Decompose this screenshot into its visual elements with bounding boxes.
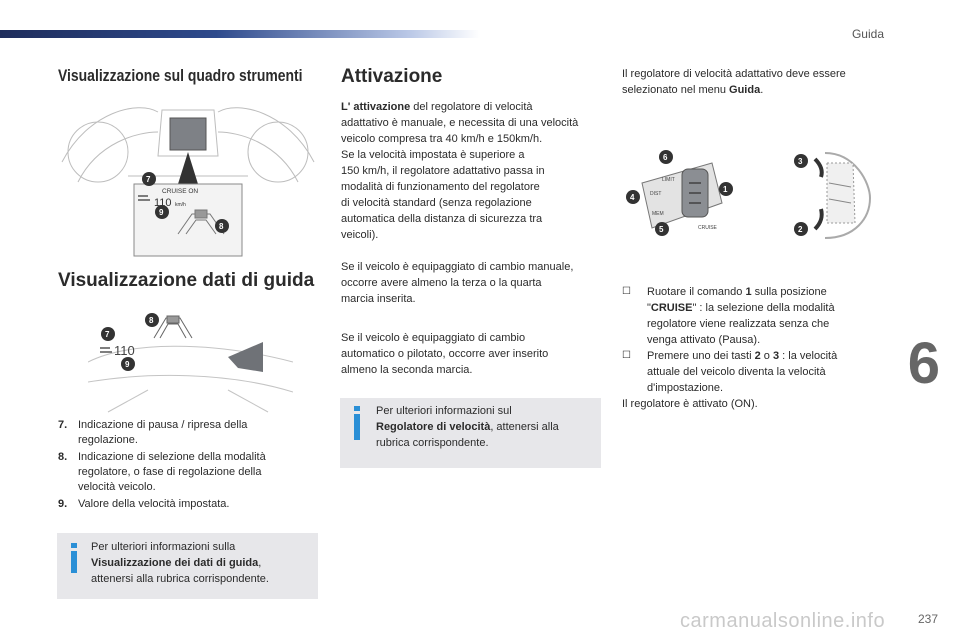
steering-wheel-buttons-illustration: 3 2 bbox=[794, 152, 872, 239]
hud-cruise-icon bbox=[100, 347, 112, 353]
instrument-cluster-illustration: CRUISE ON 110 km/h 7 9 8 bbox=[61, 107, 315, 257]
hud-callout-9: 9 bbox=[125, 360, 130, 369]
info-box-cruise-control: Per ulteriori informazioni sul Regolator… bbox=[340, 398, 601, 468]
cluster-screen bbox=[169, 117, 207, 151]
activation-paragraph: L' attivazione del regolatore di velocit… bbox=[341, 101, 579, 241]
car-ahead-icon bbox=[194, 209, 208, 219]
legend-text: Indicazione di selezione della modalità … bbox=[78, 451, 266, 493]
section-heading-activation: Attivazione bbox=[341, 66, 443, 87]
hud-callout-7: 7 bbox=[105, 330, 110, 339]
activation-result: Il regolatore è attivato (ON). bbox=[622, 398, 758, 410]
step-item: ☐ Premere uno dei tasti 2 o 3 : la veloc… bbox=[622, 350, 838, 394]
step-bullet-icon: ☐ bbox=[622, 350, 631, 361]
info-icon bbox=[354, 406, 360, 411]
cruise-pause-icon bbox=[138, 195, 150, 201]
stalk-callout-1: 1 bbox=[723, 185, 728, 194]
button-2-arrow bbox=[813, 208, 824, 231]
legend-item: 9. Valore della velocità impostata. bbox=[58, 497, 298, 512]
stalk-label-limit: LIMIT bbox=[662, 177, 675, 183]
speed-value: 110 bbox=[154, 197, 172, 209]
info-link-driving-data: Visualizzazione dei dati di guida bbox=[91, 557, 259, 569]
stalk-callout-5: 5 bbox=[659, 225, 664, 234]
callout-7: 7 bbox=[146, 175, 151, 184]
step-bullet-icon: ☐ bbox=[622, 286, 631, 297]
info-icon bbox=[71, 543, 77, 548]
stalk-label-mem: MEM bbox=[652, 211, 664, 217]
wheel-callout-3: 3 bbox=[798, 157, 803, 166]
watermark: carmanualsonline.info bbox=[680, 610, 886, 632]
activation-steps: ☐ Ruotare il comando 1 sulla posizione "… bbox=[622, 284, 882, 412]
head-up-display-illustration: 110 7 8 9 bbox=[88, 313, 293, 413]
section-heading-hud: Visualizzazione dati di guida bbox=[58, 270, 315, 291]
wheel-callout-2: 2 bbox=[798, 225, 803, 234]
legend-number: 9. bbox=[58, 498, 68, 510]
hud-car-ahead-icon bbox=[166, 315, 180, 324]
legend-text: Valore della velocità impostata. bbox=[78, 498, 230, 510]
stalk-label-cruise: CRUISE bbox=[698, 225, 718, 231]
legend-item: 7. Indicazione di pausa / ripresa della … bbox=[58, 418, 298, 448]
info-box-driving-data: Per ulteriori informazioni sulla Visuali… bbox=[57, 533, 318, 599]
speed-unit: km/h bbox=[175, 202, 186, 208]
menu-selection-paragraph: Il regolatore di velocità adattativo dev… bbox=[622, 68, 846, 96]
page-number: 237 bbox=[917, 612, 938, 626]
manual-gearbox-paragraph: Se il veicolo è equipaggiato di cambio m… bbox=[341, 261, 574, 305]
legend-number: 7. bbox=[58, 419, 68, 431]
cruise-on-text: CRUISE ON bbox=[162, 188, 198, 195]
header-bar bbox=[0, 30, 480, 38]
cruise-control-stalk-illustration: LIMIT CRUISE DIST MEM 6 4 5 1 bbox=[626, 150, 733, 236]
legend-number: 8. bbox=[58, 451, 68, 463]
step-item: ☐ Ruotare il comando 1 sulla posizione "… bbox=[622, 286, 835, 346]
legend-list: 7. Indicazione di pausa / ripresa della … bbox=[58, 418, 298, 514]
stalk-label-dist: DIST bbox=[650, 191, 661, 197]
callout-9: 9 bbox=[159, 208, 164, 217]
info-link-cruise-control: Regolatore di velocità bbox=[376, 421, 491, 433]
hud-speed-value: 110 bbox=[114, 343, 135, 358]
chapter-tab: 6 bbox=[907, 331, 940, 396]
legend-text: Indicazione di pausa / ripresa della reg… bbox=[78, 419, 248, 446]
callout-8: 8 bbox=[219, 222, 224, 231]
stalk-callout-4: 4 bbox=[630, 193, 635, 202]
section-heading-cluster: Visualizzazione sul quadro strumenti bbox=[58, 66, 303, 85]
hud-callout-8: 8 bbox=[149, 316, 154, 325]
section-title: Guida bbox=[851, 27, 884, 41]
stalk-callout-6: 6 bbox=[663, 153, 668, 162]
legend-item: 8. Indicazione di selezione della modali… bbox=[58, 450, 298, 495]
automatic-gearbox-paragraph: Se il veicolo è equipaggiato di cambio a… bbox=[341, 332, 549, 376]
button-3-arrow bbox=[813, 157, 824, 178]
